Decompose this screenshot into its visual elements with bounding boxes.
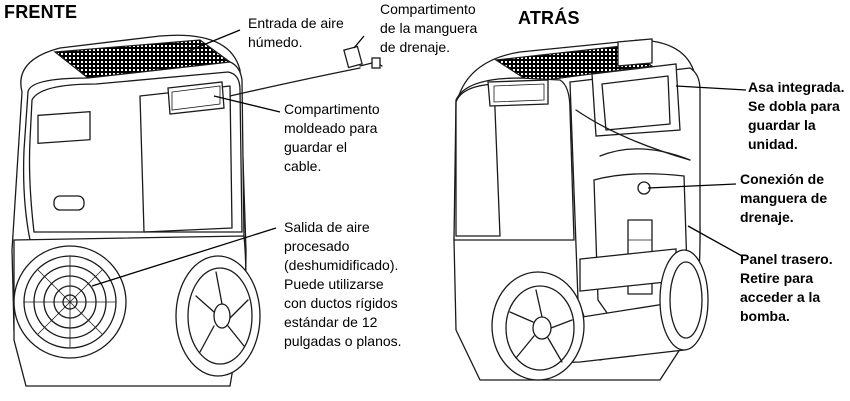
leader-cable-compartment	[213, 95, 281, 113]
callout-humid-air-inlet: Entrada de aire húmedo.	[248, 15, 344, 50]
leader-drain-hose-connection	[647, 183, 737, 189]
label-plate	[37, 111, 91, 145]
leader-integrated-handle	[675, 85, 747, 91]
callout-integrated-handle: Asa integrada. Se dobla para guardar la …	[748, 79, 845, 152]
leader-rear-panel	[687, 225, 743, 257]
hand-grip	[53, 195, 85, 211]
leader-processed-air-outlet	[91, 227, 277, 287]
back-wheel-right	[659, 249, 709, 351]
back-top-grille	[494, 45, 654, 83]
power-cord	[229, 67, 361, 97]
leader-lines	[91, 29, 747, 287]
leader-humid-air-inlet	[185, 29, 241, 53]
callout-rear-panel: Panel trasero. Retire para acceder a la …	[740, 251, 833, 324]
leader-drain-hose-compartment	[353, 35, 365, 49]
callout-drain-hose-compartment: Compartimento de la manguera de drenaje.	[380, 1, 478, 55]
handle-slot	[167, 81, 225, 115]
back-unit	[453, 38, 709, 381]
front-view-title: FRENTE	[4, 2, 78, 22]
cord-plug	[343, 45, 363, 69]
callout-cable-compartment: Compartimento moldeado para guardar el c…	[284, 101, 380, 174]
back-view-title: ATRÁS	[518, 8, 580, 28]
callout-processed-air-outlet: Salida de aire procesado (deshumidificad…	[284, 219, 402, 349]
callout-drain-hose-connection: Conexión de manguera de drenaje.	[740, 171, 828, 225]
drain-hose	[599, 148, 691, 161]
front-unit	[11, 34, 383, 387]
